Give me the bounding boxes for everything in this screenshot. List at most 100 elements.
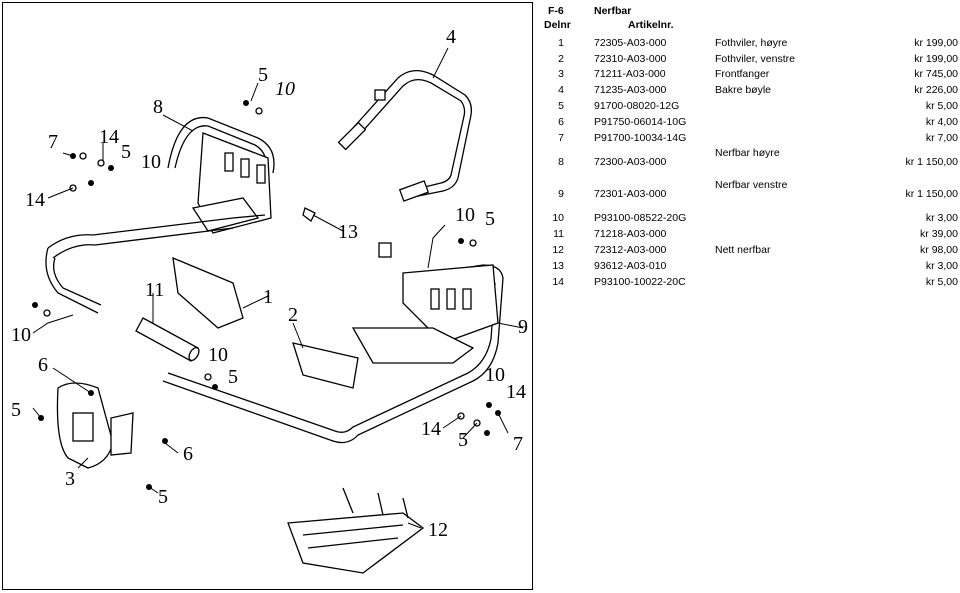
callout-5: 5: [228, 366, 238, 388]
callout-5: 5: [158, 486, 168, 508]
callout-12: 12: [428, 519, 448, 541]
callout-14: 14: [506, 381, 526, 403]
article-number: 72301-A03-000: [594, 188, 667, 200]
part-price: kr 7,00: [925, 132, 958, 144]
table-row: 8 72300-A03-000 Nerfbar høyre kr 1 150,0…: [540, 147, 960, 172]
callout-5: 5: [458, 429, 468, 451]
part-price: kr 39,00: [920, 228, 958, 240]
part-8-nerfbar-right: [167, 116, 275, 234]
callout-6: 6: [183, 443, 193, 465]
part-number: 12: [552, 244, 564, 256]
callout-13: 13: [338, 221, 358, 243]
part-price: kr 3,00: [925, 212, 958, 224]
column-header-delnr: Delnr: [544, 19, 571, 31]
part-number: 10: [552, 212, 564, 224]
article-number: 72305-A03-000: [594, 37, 667, 49]
callout-4: 4: [446, 26, 456, 48]
part-description: Nett nerfbar: [715, 244, 771, 256]
article-number: P93100-10022-20C: [594, 276, 686, 288]
callout-5: 5: [121, 141, 131, 163]
callout-5: 5: [11, 399, 21, 421]
callout-9: 9: [518, 316, 528, 338]
part-price: kr 199,00: [914, 37, 958, 49]
article-number: 72310-A03-000: [594, 53, 667, 65]
table-row: 3 71211-A03-000 Frontfanger kr 745,00: [540, 68, 960, 84]
article-number: P91700-10034-14G: [594, 132, 687, 144]
part-description: Nerfbar venstre: [715, 179, 788, 191]
part-number: 13: [552, 260, 564, 272]
table-row: 9 72301-A03-000 Nerfbar venstre kr 1 150…: [540, 179, 960, 204]
section-code: F-6: [548, 5, 564, 17]
part-price: kr 98,00: [920, 244, 958, 256]
article-number: 71218-A03-000: [594, 228, 667, 240]
nerfbar-drawing: 4 5 10 8 7 14 5 10 14 13 10 5 11 1 10 2 …: [11, 26, 528, 574]
part-price: kr 5,00: [925, 276, 958, 288]
part-number: 1: [558, 37, 564, 49]
article-number: 71211-A03-000: [594, 68, 666, 80]
part-number: 11: [553, 228, 564, 240]
callout-10: 10: [141, 151, 161, 173]
part-number: 8: [558, 156, 564, 168]
callout-3: 3: [65, 468, 75, 490]
part-description: Frontfanger: [715, 68, 770, 80]
part-2-footrest-bracket: [292, 342, 359, 389]
article-number: 91700-08020-12G: [594, 100, 680, 112]
callout-14: 14: [25, 189, 45, 211]
parts-table: F-6 Nerfbar Delnr Artikelnr. 1 72305-A03…: [540, 0, 960, 593]
column-header-artikelnr: Artikelnr.: [628, 19, 674, 31]
callout-10: 10: [11, 324, 31, 346]
part-number: 7: [558, 132, 564, 144]
callout-1: 1: [263, 286, 273, 308]
callout-10: 10: [275, 78, 295, 100]
part-number: 14: [552, 276, 564, 288]
article-number: 93612-A03-010: [594, 260, 667, 272]
part-price: kr 199,00: [914, 53, 958, 65]
leader-lines: [32, 47, 524, 529]
table-row: 2 72310-A03-000 Fothviler, venstre kr 19…: [540, 53, 960, 69]
callout-2: 2: [288, 304, 298, 326]
part-13-clip: [378, 242, 392, 258]
part-number: 5: [558, 100, 564, 112]
table-row: 12 72312-A03-000 Nett nerfbar kr 98,00: [540, 244, 960, 260]
part-price: kr 226,00: [914, 84, 958, 96]
part-number: 6: [558, 116, 564, 128]
table-row: 4 71235-A03-000 Bakre bøyle kr 226,00: [540, 84, 960, 100]
part-number: 2: [558, 53, 564, 65]
exploded-parts-diagram: 4 5 10 8 7 14 5 10 14 13 10 5 11 1 10 2 …: [2, 2, 533, 590]
article-number: P93100-08522-20G: [594, 212, 687, 224]
callout-5: 5: [258, 64, 268, 86]
table-row: 13 93612-A03-010 kr 3,00: [540, 260, 960, 276]
table-row: 5 91700-08020-12G kr 5,00: [540, 100, 960, 116]
table-row: 10 P93100-08522-20G kr 3,00: [540, 212, 960, 228]
callout-5: 5: [485, 208, 495, 230]
part-12-net: [287, 487, 425, 574]
table-row: 14 P93100-10022-20C kr 5,00: [540, 276, 960, 292]
part-number: 3: [558, 68, 564, 80]
part-description: Nerfbar høyre: [715, 147, 780, 159]
callout-10: 10: [485, 364, 505, 386]
article-number: P91750-06014-10G: [594, 116, 687, 128]
callout-6: 6: [38, 354, 48, 376]
article-number: 72312-A03-000: [594, 244, 667, 256]
part-description: Fothviler, venstre: [715, 53, 795, 65]
table-row: 1 72305-A03-000 Fothviler, høyre kr 199,…: [540, 37, 960, 53]
table-row: 6 P91750-06014-10G kr 4,00: [540, 116, 960, 132]
callout-11: 11: [145, 279, 164, 301]
table-row: 11 71218-A03-000 kr 39,00: [540, 228, 960, 244]
part-price: kr 3,00: [925, 260, 958, 272]
callout-14: 14: [421, 418, 441, 440]
part-number: 4: [558, 84, 564, 96]
callout-8: 8: [153, 96, 163, 118]
table-row: 7 P91700-10034-14G kr 7,00: [540, 132, 960, 148]
part-price: kr 745,00: [914, 68, 958, 80]
callout-14: 14: [99, 126, 119, 148]
callouts: 4 5 10 8 7 14 5 10 14 13 10 5 11 1 10 2 …: [11, 26, 528, 541]
hardware-fasteners: [32, 100, 501, 490]
part-9-nerfbar-left-tube: [45, 214, 504, 444]
callout-7: 7: [513, 433, 523, 455]
part-price: kr 4,00: [925, 116, 958, 128]
part-price: kr 1 150,00: [905, 156, 958, 168]
part-1-footrest-bracket: [172, 256, 244, 329]
section-title: Nerfbar: [594, 5, 632, 17]
part-price: kr 5,00: [925, 100, 958, 112]
